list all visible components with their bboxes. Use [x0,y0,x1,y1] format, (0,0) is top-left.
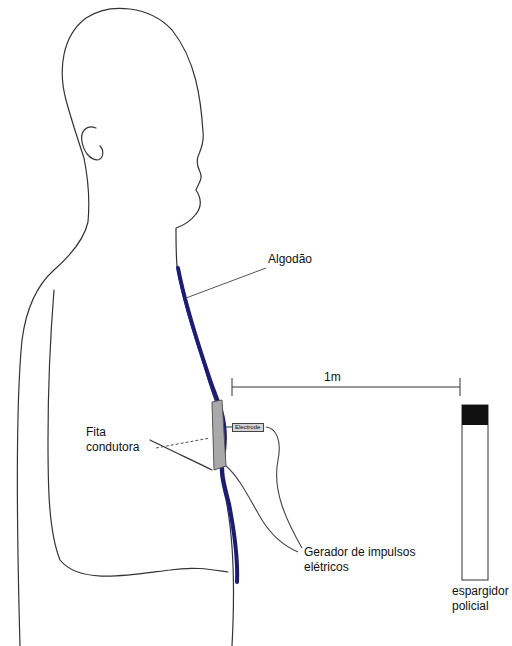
conductive-tape [212,400,226,470]
dimension-label: 1m [324,370,354,385]
leader-line [186,268,266,298]
leader-line [156,438,210,448]
cotton-strip [178,268,237,582]
ear [82,127,103,160]
part-label: espargidor policial [452,584,510,614]
neck-front [176,214,196,266]
body-front [177,266,234,646]
electrode-text: Electrode [235,424,260,430]
electrode-box: Electrode [232,423,264,432]
dimension-line [232,378,460,396]
sprayer-can [462,405,488,580]
part-label: Algodão [268,252,348,267]
body-outline [17,8,233,646]
arm-inner [150,440,212,470]
sprayer-cap [462,405,488,425]
part-label: Fita condutora [86,425,158,455]
head-back-line [17,8,203,646]
arm [48,290,228,576]
part-label: Gerador de impulsos elétricos [304,545,428,575]
generator-wires [226,427,302,552]
